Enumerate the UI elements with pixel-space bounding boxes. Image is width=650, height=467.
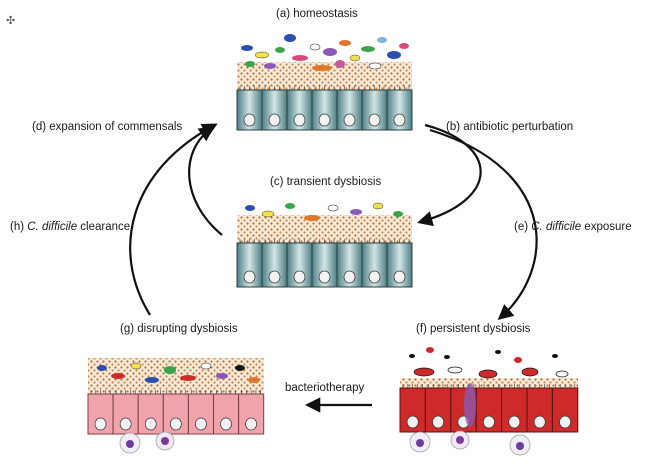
epithelial-cell (361, 242, 388, 288)
recovering-epithelial-cells (87, 390, 265, 435)
cell-nucleus (293, 113, 306, 127)
cell-nucleus (406, 415, 419, 429)
transient-dysbiosis-epithelium (236, 202, 413, 288)
immune-cells (409, 383, 531, 456)
arrow-e-to-f (429, 128, 538, 321)
label-bacteriotherapy: bacteriotherapy (285, 382, 365, 394)
commensal-bacteria (241, 34, 409, 71)
cell-nucleus (94, 417, 107, 431)
cell-nucleus (318, 270, 331, 284)
epithelial-cells (236, 239, 413, 288)
label-c-difficile-exposure: (e) C. difficile exposure (514, 221, 632, 233)
label-persistent-dysbiosis: (f) persistent dysbiosis (416, 323, 531, 335)
cell-nucleus (220, 417, 232, 431)
cell-nucleus (268, 113, 281, 127)
c-difficile-and-toxins (409, 347, 569, 379)
cell-nucleus (144, 417, 157, 431)
label-disrupting-dysbiosis: (g) disrupting dysbiosis (120, 323, 238, 335)
label-expansion-of-commensals: (d) expansion of commensals (32, 121, 183, 133)
cell-nucleus (393, 113, 406, 127)
inflamed-epithelial-cells (399, 384, 579, 433)
immune-cells (119, 431, 175, 454)
cell-nucleus (393, 270, 406, 284)
label-antibiotic-perturbation: (b) antibiotic perturbation (446, 121, 574, 133)
cell-nucleus (368, 113, 381, 127)
cell-nucleus (559, 415, 572, 429)
cell-nucleus (119, 417, 132, 431)
cell-nucleus (432, 415, 445, 429)
cell-nucleus (293, 270, 306, 284)
label-c-difficile-clearance: (h) C. difficile clearance (10, 221, 131, 233)
cell-nucleus (343, 113, 356, 127)
homeostasis-epithelium (236, 34, 413, 131)
crosshair-cursor-icon: ✣ (6, 14, 16, 27)
cell-nucleus (343, 270, 356, 284)
disrupting-dysbiosis-epithelium (87, 358, 265, 454)
arrow-b-to-c (417, 123, 482, 227)
remaining-bacteria (245, 202, 403, 221)
cell-nucleus (482, 415, 495, 429)
cell-nucleus (268, 270, 281, 284)
mucus-layer (400, 378, 578, 388)
cell-nucleus (368, 270, 381, 284)
cycle-arrows (129, 123, 538, 413)
cell-nucleus (243, 270, 256, 284)
mucus-layer (237, 215, 412, 243)
label-transient-dysbiosis: (c) transient dysbiosis (270, 176, 382, 188)
cell-nucleus (243, 113, 256, 127)
cell-nucleus (533, 415, 546, 429)
cell-nucleus (245, 417, 258, 431)
arrow-c-to-d (188, 126, 223, 236)
cell-nucleus (195, 417, 207, 431)
cell-nucleus (318, 113, 331, 127)
cell-nucleus (508, 415, 521, 429)
epithelial-cells (236, 86, 413, 131)
arrow-h-to-d (129, 123, 218, 316)
cell-nucleus (169, 417, 182, 431)
transplanted-bacteria (97, 362, 260, 383)
label-homeostasis: (a) homeostasis (276, 8, 358, 20)
persistent-dysbiosis-epithelium (399, 347, 579, 456)
